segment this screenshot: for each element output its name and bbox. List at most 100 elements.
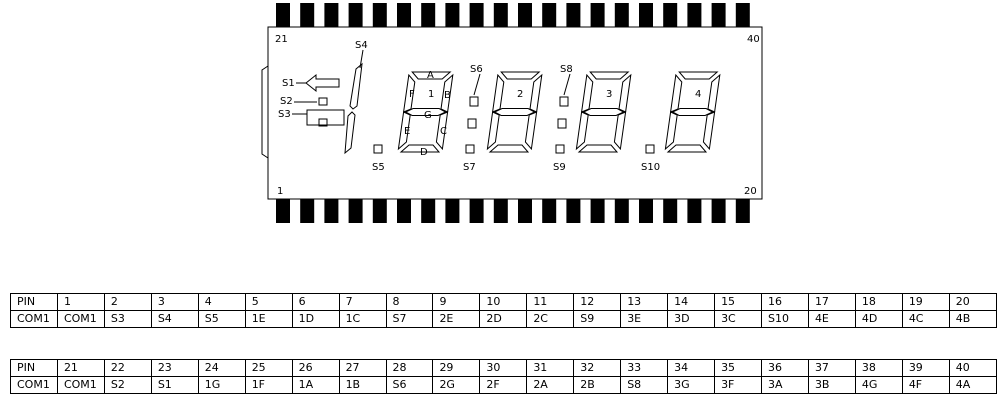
segment-label-f: F [409,89,415,100]
pin-contact [639,199,653,223]
table-cell: COM1 [10,376,58,394]
pin-contact [276,3,290,27]
table-cell: 24 [197,359,246,377]
seven-segment-digit-2 [486,71,543,153]
table-cell: 2G [432,376,481,394]
table-cell: 37 [807,359,856,377]
seven-segment-digit-1 [397,71,454,153]
table-cell: S9 [573,310,622,328]
segment-b [618,73,632,113]
segment-g [493,108,536,116]
pin-contact [372,3,387,27]
pin-contact [614,199,629,223]
symbol-s4-digit-one: S4 [344,40,368,155]
table-cell: 3F [714,376,762,394]
pin-contact [566,199,581,223]
segment-a [589,71,630,80]
pin-contact [445,3,460,27]
table-cell: S5 [197,310,246,328]
pin-contact [421,199,436,223]
symbol-s9-decimal-point [555,144,565,154]
table-cell: 22 [103,359,152,377]
segment-e [486,111,500,151]
pin-number-21: 21 [275,34,288,45]
table-cell: S1 [150,376,199,394]
symbol-s3: S3 [278,109,345,127]
table-cell: 39 [901,359,950,377]
pin-contact [518,199,532,223]
segment-d [399,144,441,153]
pin-contact [397,3,411,27]
label-s4: S4 [355,40,368,51]
segment-e [664,111,678,151]
table-cell: S10 [761,310,809,328]
table-cell: 11 [526,293,575,311]
pin-contact [687,3,702,27]
segment-f [491,73,505,113]
table-cell: COM1 [10,310,58,328]
table-cell: 28 [385,359,434,377]
segment-c [702,111,716,151]
segment-c [435,111,449,151]
table-cell: 1C [338,310,387,328]
segment-c [524,111,538,151]
table-cell: 4B [948,310,998,328]
pin-contact [590,3,605,27]
table-cell: 4 [197,293,246,311]
table-cell: 4G [854,376,903,394]
pin-contact [421,3,436,27]
pin-contact [445,199,460,223]
table-cell: 25 [244,359,293,377]
segment-c [613,111,627,151]
table-cell: 34 [667,359,716,377]
table-cell: S3 [103,310,152,328]
label-s8: S8 [560,64,573,75]
pin-contact [711,199,726,223]
label-s5: S5 [372,162,385,173]
pin-number-1: 1 [277,186,283,197]
symbol-s2: S2 [280,96,328,107]
pin-contact [590,199,605,223]
segment-a [678,71,719,80]
table-cell: S4 [150,310,199,328]
pin-contact [324,199,339,223]
label-s1: S1 [282,78,295,89]
seven-segment-digit-3 [575,71,632,153]
pin-contact [348,3,363,27]
segment-letter-labels: A B C D E F G [404,70,451,158]
digit-number-4: 4 [695,89,701,100]
label-s7: S7 [463,162,476,173]
pin-contact [663,3,678,27]
table-cell: 27 [338,359,387,377]
table-cell: 2 [103,293,152,311]
table-cell: 1E [244,310,293,328]
symbol-s1-arrow: S1 [282,73,340,93]
table-cell: PIN [10,293,58,311]
table-cell: 1D [291,310,340,328]
pin-contact [518,3,532,27]
pin-contact [348,199,363,223]
segment-d [577,144,619,153]
symbol-s7-decimal-point [465,144,475,154]
pin-contact [711,3,726,27]
table-cell: 13 [620,293,669,311]
pin-contact [735,3,750,27]
table-cell: 2E [432,310,481,328]
label-s10: S10 [641,162,660,173]
table-cell: 3A [761,376,809,394]
segment-e [397,111,411,151]
segment-label-e: E [404,126,410,137]
table-cell: 3C [714,310,762,328]
table-cell: 7 [338,293,387,311]
table-cell: 2F [479,376,528,394]
label-s9: S9 [553,162,566,173]
table-cell: S2 [103,376,152,394]
table-cell: 20 [948,293,998,311]
table-cell: 4D [854,310,903,328]
table-cell: 2C [526,310,575,328]
segment-g [582,108,625,116]
segment-label-d: D [420,147,428,158]
